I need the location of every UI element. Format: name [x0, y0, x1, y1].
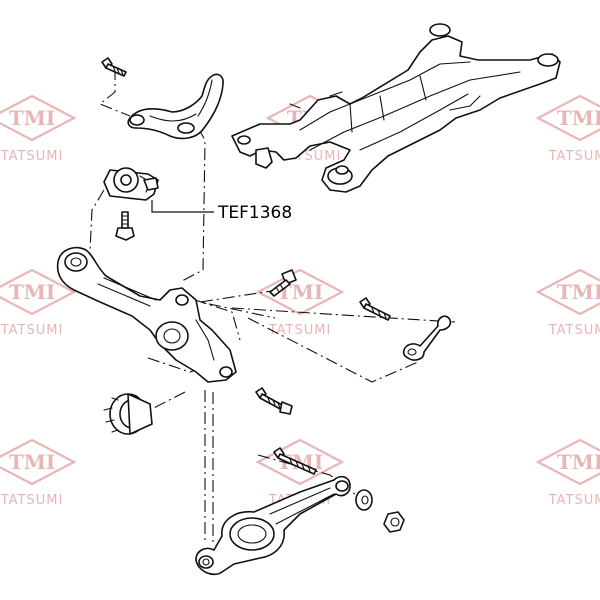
watermark-logo: TMI TATSUMI [0, 438, 77, 508]
watermark-brand: TMI [9, 106, 55, 130]
rear-subframe [231, 23, 561, 193]
watermark-logo: TMI TATSUMI [0, 268, 77, 338]
watermark-logo: TMI TATSUMI [255, 268, 345, 338]
upper-arm-bolt [101, 57, 127, 77]
watermark-logo: TMI TATSUMI [0, 94, 77, 164]
watermark-name: TATSUMI [0, 149, 63, 164]
watermark-name: TATSUMI [548, 323, 600, 338]
watermark-brand: TMI [9, 450, 55, 474]
watermark-logo: TMI TATSUMI [535, 94, 600, 164]
assembly-centerlines [89, 68, 456, 545]
watermark-name: TATSUMI [0, 493, 63, 508]
watermark-brand: TMI [557, 106, 600, 130]
watermark-layer: TMI TATSUMI TMI TATSUMI TMI TATSUMI TMI … [0, 94, 600, 508]
watermark-brand: TMI [557, 450, 600, 474]
knuckle-upper-bolt [269, 269, 297, 297]
bushing-bolt [115, 211, 135, 241]
watermark-brand: TMI [557, 280, 600, 304]
watermark-name: TATSUMI [548, 149, 600, 164]
wheel-hub [103, 393, 153, 435]
trailing-arm-knuckle [56, 246, 237, 383]
knuckle-lower-bolt [255, 387, 293, 415]
lower-arm-bolt [273, 447, 317, 475]
part-number-label: TEF1368 [217, 203, 292, 223]
upper-control-arm [127, 73, 224, 140]
watermark-logo: TMI TATSUMI [535, 268, 600, 338]
watermark-name: TATSUMI [548, 493, 600, 508]
watermark-logo: TMI TATSUMI [535, 438, 600, 508]
tef1368-bushing [103, 167, 159, 201]
part-callout: TEF1368 [151, 200, 292, 223]
watermark-name: TATSUMI [0, 323, 63, 338]
washer-nut [355, 489, 405, 533]
watermark-name: TATSUMI [268, 323, 332, 338]
lower-control-arm [195, 475, 351, 576]
lateral-link [359, 297, 452, 361]
watermark-brand: TMI [9, 280, 55, 304]
